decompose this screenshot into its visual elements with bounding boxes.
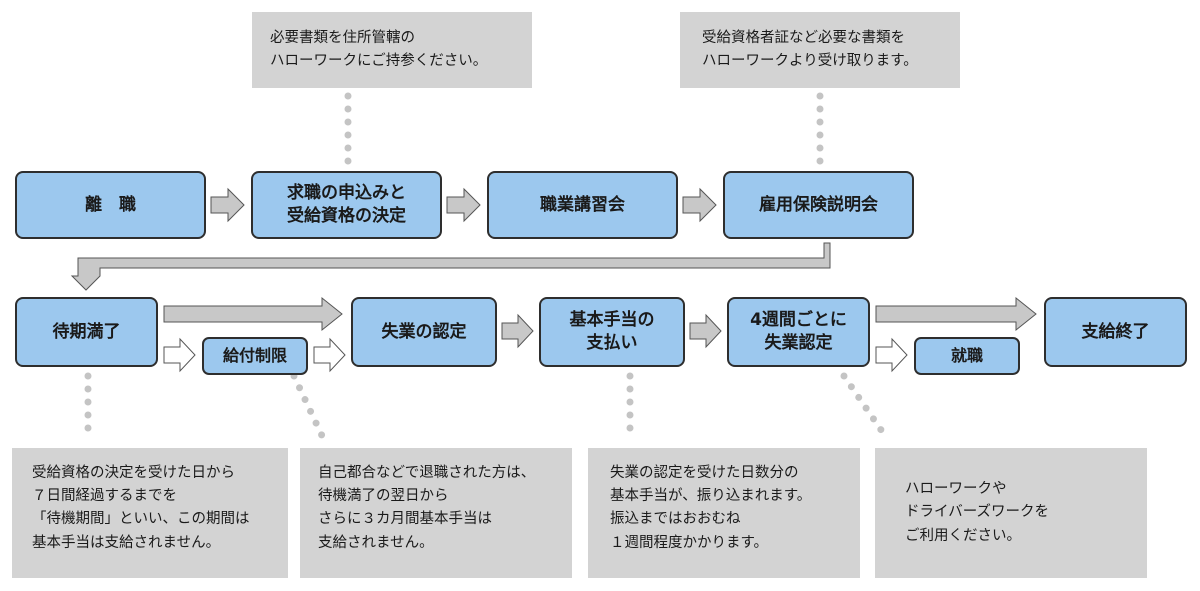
step-employment: 就職 — [914, 337, 1020, 375]
note-documents: 必要書類を住所管轄の ハローワークにご持参ください。 — [252, 12, 532, 88]
note-certificate: 受給資格者証など必要な書類を ハローワークより受け取ります。 — [680, 12, 960, 88]
arrow-r1-3 — [682, 187, 717, 223]
note-waiting-period: 受給資格の決定を受けた日から ７日間経過するまでを 「待機期間」といい、この期間… — [12, 448, 288, 578]
step-payment-end: 支給終了 — [1044, 297, 1187, 367]
step-four-week-cert: 4週間ごとに 失業認定 — [727, 297, 870, 367]
note-payment: 失業の認定を受けた日数分の 基本手当が、振り込まれます。 振込まではおおむね １… — [588, 448, 860, 578]
arrow-r2-cert — [501, 313, 534, 349]
leader-hellowork — [840, 372, 892, 444]
note-hellowork: ハローワークや ドライバーズワークを ご利用ください。 — [875, 448, 1147, 578]
arrow-long-end — [875, 296, 1037, 332]
arrow-long-top — [163, 296, 343, 332]
note-restriction: 自己都合などで退職された方は、 待機満了の翌日から さらに３カ月間基本手当は 支… — [300, 448, 572, 578]
arrow-r1-1 — [210, 187, 245, 223]
arrow-r1-2 — [446, 187, 481, 223]
step-waiting-end: 待期満了 — [15, 297, 158, 367]
leader-restriction — [290, 372, 328, 444]
step-application: 求職の申込みと 受給資格の決定 — [251, 171, 442, 239]
step-training: 職業講習会 — [487, 171, 678, 239]
step-separation: 離 職 — [15, 171, 206, 239]
arrow-from-restriction — [313, 337, 346, 373]
arrow-return — [70, 242, 831, 291]
step-basic-allowance: 基本手当の 支払い — [539, 297, 685, 367]
arrow-to-restriction — [163, 337, 196, 373]
step-benefit-restriction: 給付制限 — [202, 337, 308, 375]
arrow-to-employment — [875, 337, 908, 373]
step-briefing: 雇用保険説明会 — [723, 171, 914, 239]
step-unemployment-cert: 失業の認定 — [351, 297, 497, 367]
arrow-r2-pay — [689, 313, 722, 349]
